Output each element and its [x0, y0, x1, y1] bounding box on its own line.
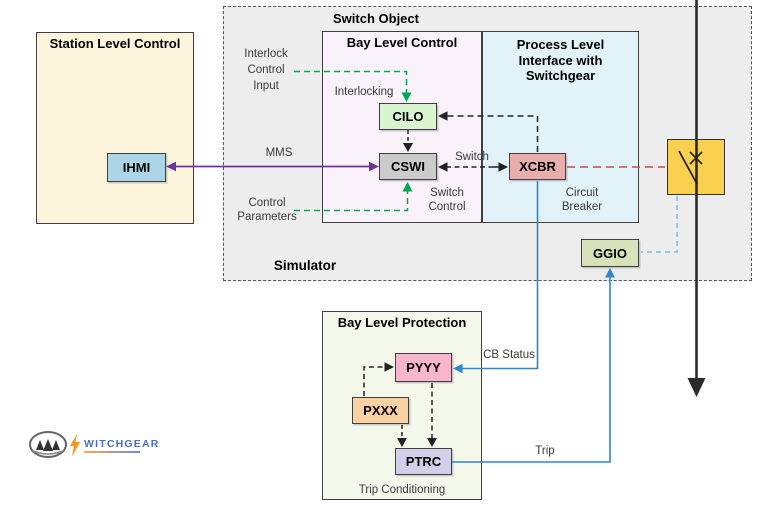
ggio-label: GGIO — [593, 245, 627, 261]
trip-label: Trip — [535, 445, 555, 457]
logo-tagline — [84, 451, 140, 453]
ggio-node: GGIO — [581, 239, 639, 267]
logo-emblem-icon — [29, 431, 67, 458]
switchgear-logo: WITCHGEAR — [28, 431, 160, 460]
cswi-label: CSWI — [391, 159, 425, 174]
pyyy-label: PYYY — [406, 360, 441, 375]
cilo-label: CILO — [392, 109, 424, 124]
station-title: Station Level Control — [49, 36, 181, 51]
pyyy-node: PYYY — [395, 353, 452, 382]
pxxx-label: PXXX — [363, 403, 398, 418]
logo-brand-text: WITCHGEAR — [84, 438, 160, 450]
process-level-title: Process Level Interface with Switchgear — [516, 37, 605, 83]
control-parameters-label: Control Parameters — [237, 197, 297, 223]
simulator-label: Simulator — [273, 258, 337, 273]
circuit-breaker-symbol-box — [667, 139, 725, 195]
xcbr-label: XCBR — [519, 159, 556, 174]
switch-object-title: Switch Object — [333, 11, 419, 26]
mms-label: MMS — [265, 147, 293, 159]
ptrc-label: PTRC — [405, 454, 442, 469]
pxxx-node: PXXX — [352, 397, 409, 424]
lightning-bolt-icon — [70, 434, 80, 457]
trip-conditioning-label: Trip Conditioning — [358, 484, 446, 496]
cilo-node: CILO — [379, 103, 437, 130]
interlock-input-label: Interlock Control Input — [244, 48, 288, 92]
interlocking-label: Interlocking — [334, 86, 394, 98]
ihmi-label: IHMI — [122, 160, 151, 175]
cb-status-label: CB Status — [483, 349, 535, 361]
cswi-node: CSWI — [379, 153, 437, 180]
xcbr-node: XCBR — [509, 153, 566, 180]
ihmi-node: IHMI — [107, 153, 166, 182]
circuit-breaker-label: Circuit Breaker — [561, 187, 603, 213]
bay-level-protection-title: Bay Level Protection — [337, 315, 467, 330]
bay-level-control-title: Bay Level Control — [346, 35, 458, 50]
switch-label: Switch — [455, 151, 489, 163]
switch-control-label: Switch Control — [428, 187, 466, 213]
ptrc-node: PTRC — [395, 448, 452, 475]
station-level-control-region — [36, 32, 194, 224]
